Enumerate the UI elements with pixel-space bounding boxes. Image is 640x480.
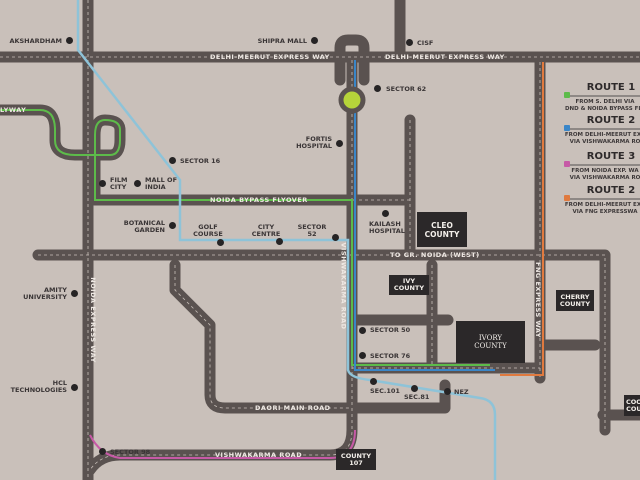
label-akshardham: AKSHARDHAM bbox=[9, 37, 62, 45]
legend-title: ROUTE 1 bbox=[586, 82, 636, 93]
label-sector-50: SECTOR 50 bbox=[370, 326, 411, 334]
road-label-delhi-meerut-east: DELHI-MEERUT EXPRESS WAY bbox=[385, 53, 505, 61]
road-loop bbox=[334, 34, 370, 86]
marker-nez bbox=[444, 388, 451, 395]
route-3-swatch bbox=[564, 161, 570, 167]
road-label-noida-expressway: NOIDA EXPRESS WAY bbox=[88, 277, 97, 363]
label-fortis: FORTIS HOSPITAL bbox=[296, 135, 332, 150]
marker-film-city bbox=[99, 180, 106, 187]
legend-route-1: ROUTE 1 FROM S. DELHI VIA DND & NOIDA BY… bbox=[560, 82, 640, 113]
project-cherry-county[interactable]: CHERRY COUNTY bbox=[556, 290, 594, 311]
project-ivory-county[interactable]: IVORY COUNTY bbox=[456, 321, 525, 363]
marker-sector-76 bbox=[359, 352, 366, 359]
legend-route-3: ROUTE 3 FROM NOIDA EXP. WA VIA VISHWAKAR… bbox=[560, 151, 640, 182]
route-2-line bbox=[354, 60, 495, 371]
route-2-swatch bbox=[564, 125, 570, 131]
label-sector-98: SECTOR 98 bbox=[110, 448, 151, 456]
road-label-vishwakarma: VISHWAKARMA ROAD bbox=[339, 242, 348, 330]
label-city-centre: CITY CENTRE bbox=[251, 223, 281, 238]
legend-route-fng: ROUTE 2 FROM DELHI-MEERUT EXP VIA FNG EX… bbox=[560, 185, 640, 216]
road-label-noida-bypass: NOIDA BYPASS FLYOVER bbox=[210, 196, 308, 204]
marker-shipra-mall bbox=[311, 37, 318, 44]
route-1-line bbox=[0, 109, 490, 366]
road-daori bbox=[169, 259, 356, 414]
legend-title: ROUTE 2 bbox=[586, 115, 636, 126]
legend-route-2: ROUTE 2 FROM DELHI-MEERUT EXP VIA VISHWA… bbox=[560, 115, 640, 146]
marker-sec-81 bbox=[411, 385, 418, 392]
legend-title: ROUTE 3 bbox=[586, 151, 636, 162]
marker-amity bbox=[71, 290, 78, 297]
label-sec-81: SEC.81 bbox=[404, 393, 430, 401]
marker-sec-101 bbox=[370, 378, 377, 385]
legend-title: ROUTE 2 bbox=[586, 185, 636, 196]
marker-city-centre bbox=[276, 238, 283, 245]
label-mall-of-india: MALL OF INDIA bbox=[145, 176, 178, 191]
label-nez: NEZ bbox=[454, 388, 469, 396]
metro-line bbox=[76, 0, 497, 480]
route-fng-line bbox=[500, 62, 544, 376]
routes bbox=[0, 60, 544, 459]
marker-sector-98 bbox=[99, 448, 106, 455]
marker-mall-of-india bbox=[134, 180, 141, 187]
road-label-daori: DAORI MAIN ROAD bbox=[255, 404, 331, 412]
label-sec-101: SEC.101 bbox=[370, 387, 400, 395]
legend-desc: FROM S. DELHI VIA DND & NOIDA BYPASS FLY bbox=[564, 99, 640, 112]
road-label-delhi-meerut: DELHI-MEERUT EXPRESS WAY bbox=[210, 53, 330, 61]
label-film-city: FILM CITY bbox=[110, 176, 128, 191]
marker-akshardham bbox=[66, 37, 73, 44]
label-amity: AMITY UNIVERSITY bbox=[23, 286, 67, 301]
marker-botanical-garden bbox=[169, 222, 176, 229]
road-label-fng: FNG EXPRESS WAY bbox=[533, 262, 542, 338]
project-coo-county[interactable]: COO COU bbox=[624, 395, 640, 416]
route-1-swatch bbox=[564, 92, 570, 98]
project-cleo-county[interactable]: CLEO COUNTY bbox=[417, 212, 467, 247]
marker-cisf bbox=[406, 39, 413, 46]
label-sector-16: SECTOR 16 bbox=[180, 157, 221, 165]
roundabout bbox=[338, 86, 366, 114]
marker-sector-50 bbox=[359, 327, 366, 334]
legend-desc: FROM DELHI-MEERUT EXP VIA VISHWAKARMA RO bbox=[564, 132, 640, 145]
marker-fortis bbox=[336, 140, 343, 147]
marker-sector-52 bbox=[332, 234, 339, 241]
legend-desc: FROM DELHI-MEERUT EXP VIA FNG EXPRESSWA bbox=[564, 202, 640, 215]
route-fng-swatch bbox=[564, 195, 570, 201]
label-shipra-mall: SHIPRA MALL bbox=[257, 37, 307, 45]
label-golf-course: GOLF COURSE bbox=[193, 223, 223, 238]
marker-sector-62 bbox=[374, 85, 381, 92]
label-kailash: KAILASH HOSPITAL bbox=[369, 220, 405, 235]
marker-golf-course bbox=[217, 239, 224, 246]
project-county-107[interactable]: COUNTY 107 bbox=[336, 449, 376, 470]
marker-sector-16 bbox=[169, 157, 176, 164]
road-label-to-gr-noida: TO GR. NOIDA (WEST) bbox=[390, 251, 480, 259]
project-ivy-county[interactable]: IVY COUNTY bbox=[389, 275, 429, 295]
label-botanical-garden: BOTANICAL GARDEN bbox=[123, 219, 165, 234]
legend-desc: FROM NOIDA EXP. WA VIA VISHWAKARMA RO bbox=[569, 168, 640, 181]
label-sector-52: SECTOR 52 bbox=[297, 223, 327, 238]
label-sector-62: SECTOR 62 bbox=[386, 85, 427, 93]
marker-hcl bbox=[71, 384, 78, 391]
label-cisf: CISF bbox=[417, 39, 434, 47]
label-sector-76: SECTOR 76 bbox=[370, 352, 411, 360]
road-label-flyway: LYWAY bbox=[0, 106, 27, 114]
road-label-vishwakarma-bottom: VISHWAKARMA ROAD bbox=[215, 451, 303, 459]
marker-kailash bbox=[382, 210, 389, 217]
label-hcl: HCL TECHNOLOGIES bbox=[10, 379, 67, 394]
route-3-line bbox=[89, 429, 356, 459]
